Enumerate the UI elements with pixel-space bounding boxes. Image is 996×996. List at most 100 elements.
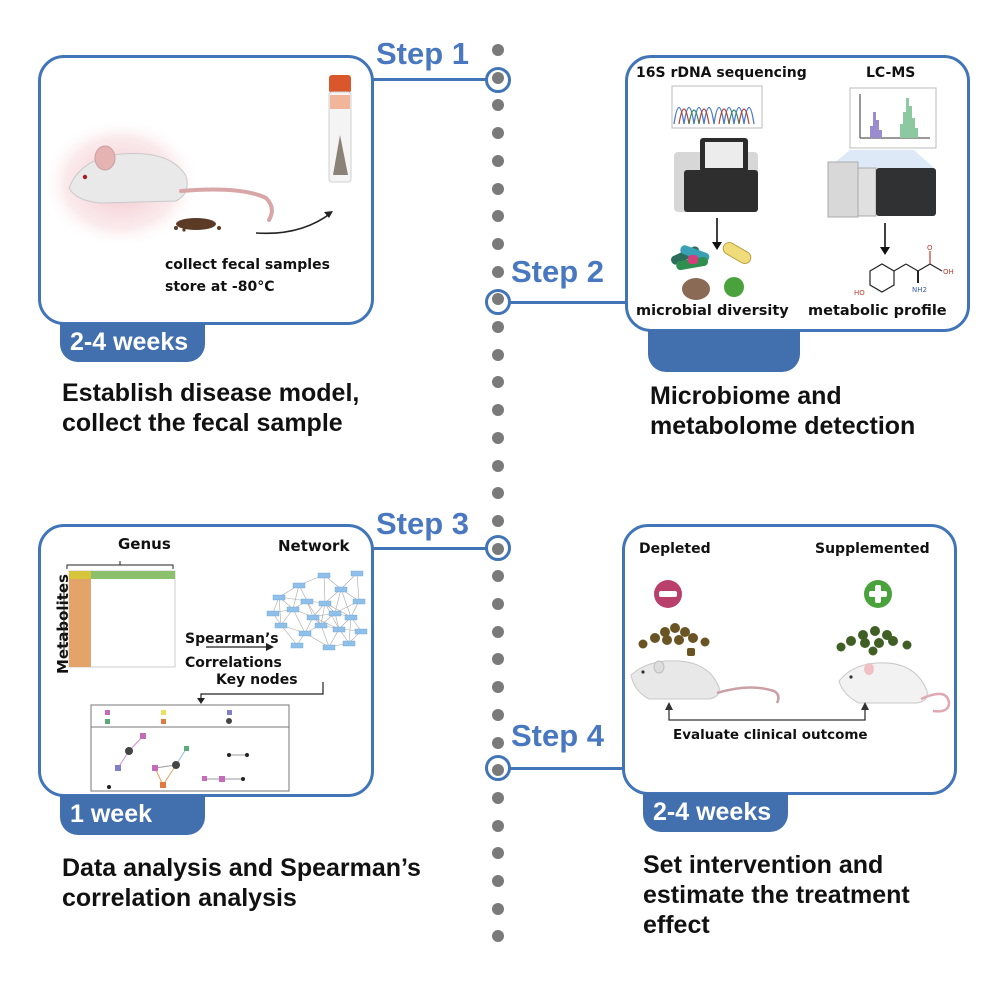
- timeline-dot: [492, 431, 504, 444]
- network-node: [286, 606, 300, 613]
- title-line: estimate the treatment: [643, 881, 910, 909]
- network-node: [292, 582, 306, 589]
- timeline-dot: [492, 598, 504, 610]
- step-4-connector: [508, 767, 625, 770]
- step-3-panel: Genus Network Metabolites Spearman’s Cor…: [38, 524, 374, 797]
- step-1-panel: collect fecal samples store at -80°C: [38, 55, 374, 325]
- hydroxyl-label: OH: [943, 268, 954, 276]
- step-4-node: [485, 755, 511, 781]
- timeline-dot: [492, 681, 504, 694]
- genus-label: Genus: [118, 535, 171, 553]
- timeline-dot: [492, 459, 504, 472]
- network-edge: [280, 624, 298, 646]
- microbial-diversity-caption: microbial diversity: [636, 303, 789, 319]
- title-line: collect the fecal sample: [62, 409, 343, 437]
- network-node: [274, 622, 288, 629]
- step-3-node: [485, 535, 511, 561]
- timeline-dot: [492, 902, 504, 915]
- step-1-node: [485, 67, 511, 93]
- step-3-label: Step 3: [376, 506, 470, 541]
- network-edge: [292, 608, 306, 634]
- network-node: [314, 622, 328, 629]
- timeline-dot: [492, 154, 504, 167]
- title-line: Set intervention and: [643, 851, 884, 879]
- supplemented-label: Supplemented: [815, 541, 930, 557]
- down-arrow-icon: [712, 218, 722, 250]
- mass-spectrum-icon: [849, 87, 937, 149]
- network-node: [317, 572, 331, 579]
- network-node: [266, 610, 280, 617]
- network-edge: [292, 584, 300, 610]
- timeline-dot: [492, 653, 504, 666]
- timeline-dot: [492, 182, 504, 195]
- timeline-dot: [492, 210, 504, 223]
- network-edge: [356, 572, 360, 602]
- timeline-dot: [492, 570, 504, 583]
- timeline-dot: [492, 930, 504, 943]
- correlation-table: [63, 561, 176, 668]
- depleted-label: Depleted: [639, 541, 711, 557]
- step-2-duration-badge: [648, 330, 800, 372]
- arrow-label-line: Correlations: [185, 655, 282, 671]
- title-line: Data analysis and Spearman’s: [62, 854, 421, 882]
- timeline-dot: [492, 265, 504, 278]
- timeline-dot: [492, 127, 504, 140]
- network-edge: [340, 588, 352, 618]
- title-line: Establish disease model,: [62, 379, 360, 407]
- timeline-dot: [492, 487, 504, 500]
- timeline-dot: [492, 237, 504, 250]
- network-edge: [320, 624, 330, 648]
- sequencing-heading: 16S rDNA sequencing: [636, 65, 807, 81]
- network-node: [334, 586, 348, 593]
- timeline-dot: [492, 708, 504, 721]
- key-nodes-network-panel: [90, 704, 290, 792]
- caption-line-2: store at -80°C: [165, 279, 275, 295]
- network-graph: [266, 570, 368, 651]
- network-node: [298, 630, 312, 637]
- network-node: [344, 614, 358, 621]
- chromatogram-icon: [671, 85, 763, 129]
- step-2-node: [485, 289, 511, 315]
- timeline-dot: [492, 404, 504, 417]
- timeline-dot: [492, 99, 504, 112]
- network-label: Network: [278, 537, 350, 555]
- lcms-instrument-icon: [827, 150, 936, 218]
- network-node: [290, 642, 304, 649]
- timeline-dot: [492, 847, 504, 860]
- timeline-dot: [492, 44, 504, 56]
- oxygen-label: O: [927, 244, 933, 252]
- arrow-label-line: Spearman’s: [185, 631, 279, 647]
- depleted-mouse-icon: [630, 660, 780, 704]
- key-nodes-label: Key nodes: [216, 672, 298, 688]
- title-line: correlation analysis: [62, 884, 297, 912]
- step-2-panel: 16S rDNA sequencing LC-MS microbial dive…: [625, 55, 970, 332]
- step-1-caption: collect fecal samples store at -80°C: [165, 254, 330, 298]
- title-line: Microbiome and: [650, 382, 842, 410]
- network-edge: [306, 600, 322, 626]
- sequencer-icon: [674, 138, 758, 212]
- step-1-title: Establish disease model, collect the fec…: [62, 378, 359, 438]
- network-node: [350, 570, 364, 577]
- network-edge: [278, 596, 282, 626]
- step-4-label: Step 4: [511, 718, 605, 753]
- hydroxyl-label: HO: [854, 289, 865, 297]
- network-edge: [323, 574, 326, 604]
- step-2-title: Microbiome and metabolome detection: [650, 381, 915, 441]
- network-node: [272, 594, 286, 601]
- step-4-title: Set intervention and estimate the treatm…: [643, 850, 910, 940]
- green-pellets-icon: [836, 626, 912, 656]
- network-node: [352, 598, 366, 605]
- evaluate-arrows-icon: [665, 702, 869, 721]
- network-node: [332, 626, 346, 633]
- network-node: [342, 640, 356, 647]
- brown-pellets-icon: [638, 623, 710, 656]
- step-1-connector: [370, 78, 488, 81]
- step-3-connector: [370, 547, 488, 550]
- timeline-dot: [492, 321, 504, 333]
- timeline-dot: [492, 348, 504, 361]
- network-node: [300, 598, 314, 605]
- step-2-label: Step 2: [511, 254, 605, 289]
- supplemented-mouse-icon: [838, 662, 951, 713]
- network-edge: [320, 602, 326, 626]
- evaluate-outcome-label: Evaluate clinical outcome: [673, 727, 868, 743]
